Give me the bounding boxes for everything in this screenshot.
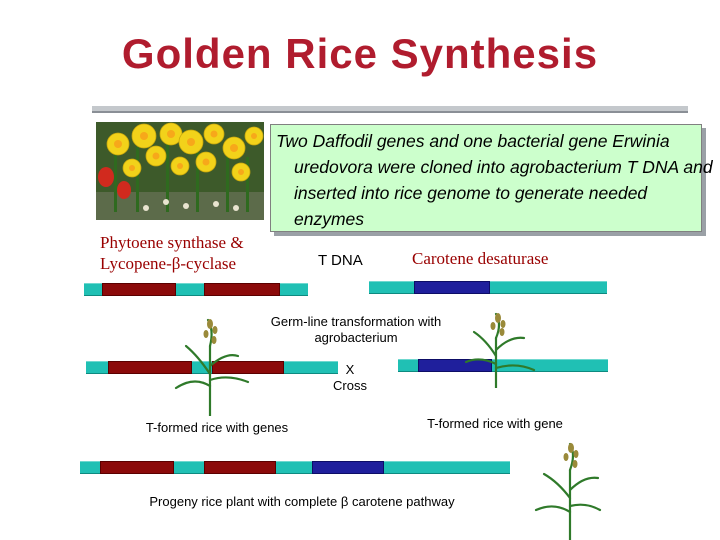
germline-transformation-label: Germ-line transformation with agrobacter… xyxy=(270,314,442,345)
page-title: Golden Rice Synthesis xyxy=(121,30,599,77)
carotene-desaturase-label: Carotene desaturase xyxy=(412,249,549,268)
rice-plant-progeny xyxy=(534,442,602,540)
title-divider xyxy=(92,106,688,113)
phytoene-synthase-gene xyxy=(102,283,176,296)
rice-plant-right xyxy=(464,312,536,388)
progeny-gene-red-1 xyxy=(100,461,174,474)
daffodil-image xyxy=(96,122,264,220)
cross-label: Cross xyxy=(333,378,367,393)
progeny-gene-blue xyxy=(312,461,384,474)
t-formed-gene-label: T-formed rice with gene xyxy=(427,416,563,431)
progeny-label: Progeny rice plant with complete β carot… xyxy=(149,494,455,509)
transformed-gene-blue xyxy=(418,359,492,372)
t-formed-genes-label: T-formed rice with genes xyxy=(145,420,289,435)
lycopene-cyclase-gene xyxy=(204,283,280,296)
daffodil-genes-label: Phytoene synthase & Lycopene-β-cyclase xyxy=(100,233,244,273)
t-dna-label: T DNA xyxy=(318,252,363,269)
info-box-text: Two Daffodil genes and one bacterial gen… xyxy=(276,131,713,229)
transformed-gene-red-1 xyxy=(108,361,192,374)
rice-plant-left xyxy=(174,318,250,416)
progeny-gene-red-2 xyxy=(204,461,276,474)
cross-symbol: X xyxy=(345,362,355,377)
carotene-desaturase-gene xyxy=(414,281,490,294)
transformed-gene-red-2 xyxy=(212,361,284,374)
progeny-strand xyxy=(80,461,510,474)
info-box xyxy=(270,124,702,232)
